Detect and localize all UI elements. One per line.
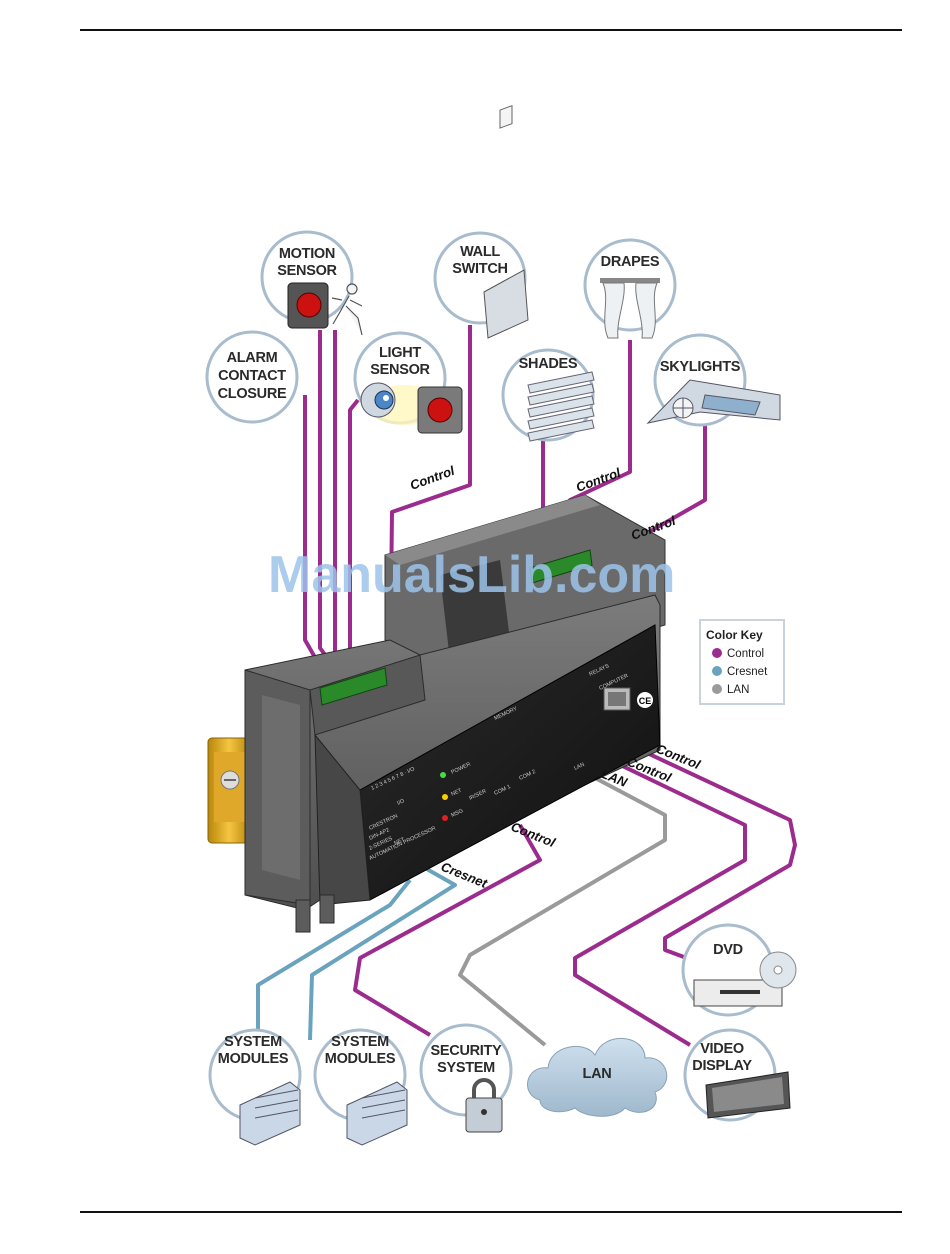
drapes-icon (600, 278, 660, 339)
alarm-label-2: CONTACT (218, 368, 286, 384)
node-motion-sensor: MOTION SENSOR (260, 230, 363, 336)
module-icon (239, 1081, 301, 1146)
cloud-icon (527, 1038, 668, 1117)
node-security-system: SECURITY SYSTEM (419, 1023, 513, 1133)
watermark: ManualsLib.com (268, 546, 675, 604)
running-person-icon (331, 283, 363, 336)
wire-label-control-top-mid: Control (574, 465, 623, 495)
wall-switch-icon (483, 269, 529, 339)
svg-text:CE: CE (639, 696, 652, 706)
node-video-display: VIDEO DISPLAY (683, 1028, 791, 1122)
shades-icon (527, 371, 595, 442)
node-alarm-contact: ALARM CONTACT CLOSURE (205, 330, 299, 424)
wall-switch-label-1: WALL (460, 244, 500, 260)
node-system-modules-2: SYSTEM MODULES (313, 1028, 408, 1146)
skylight-roof-icon (646, 379, 781, 424)
system-modules-2-label-1: SYSTEM (331, 1034, 389, 1050)
led-msg-label: MSG (450, 808, 464, 819)
control-swatch (712, 648, 722, 658)
node-wall-switch: WALL SWITCH (433, 104, 529, 339)
port-net: NET (393, 836, 406, 846)
color-key-control: Control (727, 648, 764, 660)
light-sensor-label-1: LIGHT (379, 345, 421, 361)
light-sensor-label-2: SENSOR (370, 362, 430, 378)
security-system-label-2: SYSTEM (437, 1060, 495, 1076)
color-key: Color Key Control Cresnet LAN (699, 619, 785, 705)
node-lan-cloud: LAN (527, 1038, 668, 1117)
node-shades: SHADES (501, 348, 595, 442)
top-rule (80, 29, 902, 31)
light-sensor-icon (417, 386, 463, 434)
video-display-icon (705, 1071, 791, 1119)
security-system-label-1: SECURITY (431, 1043, 503, 1059)
led-net-label: NET (450, 787, 463, 797)
wire-label-control-top-left: Control (408, 463, 457, 493)
shades-label: SHADES (519, 356, 578, 372)
light-bulb-icon (360, 382, 396, 418)
port-io: I/O (396, 798, 406, 807)
msg-led (442, 815, 448, 821)
bottom-wires (256, 743, 797, 1047)
wire-label-cresnet: Cresnet (439, 859, 490, 891)
color-key-title: Color Key (706, 628, 763, 642)
system-modules-1-label-2: MODULES (218, 1051, 289, 1067)
dvd-label: DVD (713, 942, 743, 958)
dvd-player-icon (693, 951, 797, 1007)
node-light-sensor: LIGHT SENSOR (353, 331, 463, 434)
motion-sensor-label-2: SENSOR (277, 263, 337, 279)
cresnet-swatch (712, 666, 722, 676)
power-led (440, 772, 446, 778)
alarm-label-1: ALARM (227, 350, 278, 366)
color-key-cresnet: Cresnet (727, 666, 768, 678)
bottom-rule (80, 1211, 902, 1213)
din-rail-clip (207, 737, 251, 844)
node-skylights: SKYLIGHTS (646, 333, 781, 427)
padlock-icon (465, 1078, 503, 1133)
color-key-lan: LAN (727, 684, 749, 696)
net-led (442, 794, 448, 800)
skylights-label: SKYLIGHTS (660, 359, 741, 375)
wall-switch-label-2: SWITCH (452, 261, 507, 277)
system-modules-1-label-1: SYSTEM (224, 1034, 282, 1050)
lan-node-label: LAN (583, 1066, 612, 1082)
lan-swatch (712, 684, 722, 694)
video-display-label-1: VIDEO (700, 1041, 744, 1057)
system-modules-2-label-2: MODULES (325, 1051, 396, 1067)
port-lan: LAN (573, 762, 585, 772)
automation-processor: 1 2 3 4 5 6 7 8 · I/O CRESTRON DIN-AP2 2… (244, 494, 666, 933)
node-system-modules-1: SYSTEM MODULES (208, 1028, 302, 1146)
motion-sensor-label-1: MOTION (279, 246, 335, 262)
module-icon (346, 1081, 408, 1146)
alarm-label-3: CLOSURE (218, 386, 287, 402)
node-drapes: DRAPES (583, 238, 677, 339)
node-dvd: DVD (681, 923, 797, 1017)
drapes-label: DRAPES (601, 254, 660, 270)
video-display-label-2: DISPLAY (692, 1058, 752, 1074)
ce-mark-icon (637, 692, 653, 708)
